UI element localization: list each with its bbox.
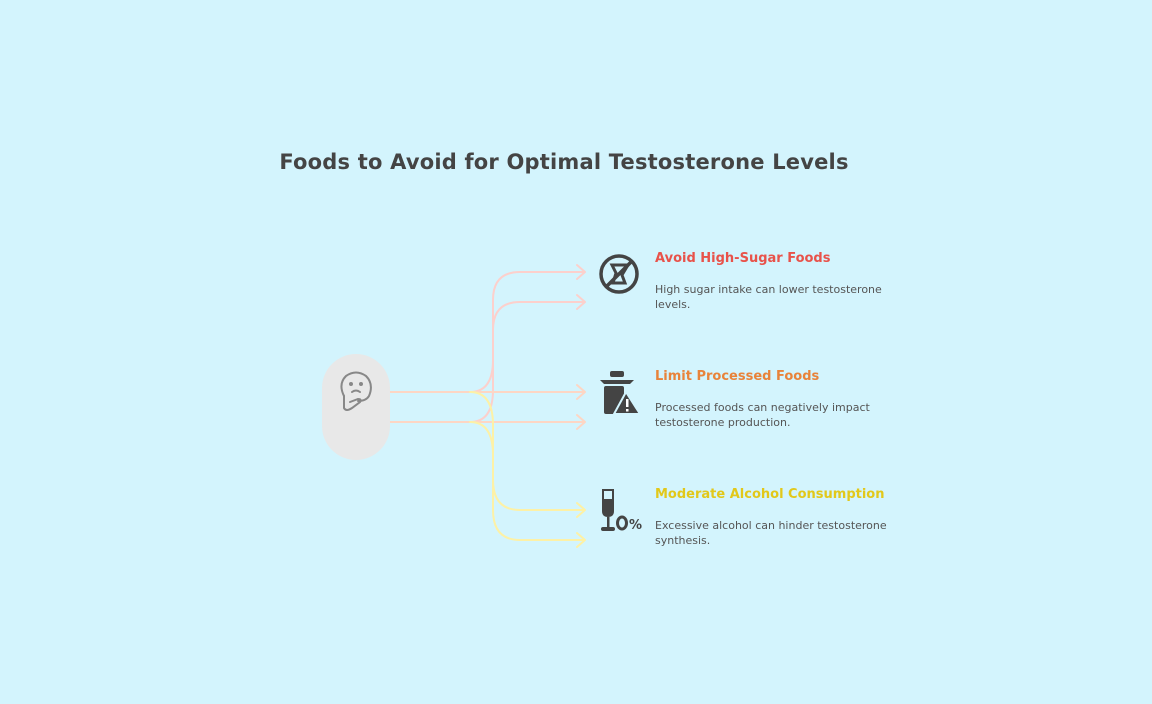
connector-alcohol — [469, 391, 586, 548]
processed-food-warning-icon — [600, 371, 642, 415]
description-alcohol: Excessive alcohol can hinder testosteron… — [655, 519, 887, 547]
no-sugar-icon — [599, 254, 639, 294]
thinking-face-icon — [340, 371, 372, 411]
description-processed: Processed foods can negatively impact te… — [655, 401, 870, 429]
svg-text:%: % — [629, 518, 642, 533]
center-node — [322, 354, 390, 460]
diagram-title: Foods to Avoid for Optimal Testosterone … — [279, 150, 849, 174]
description-sugar: High sugar intake can lower testosterone… — [655, 283, 882, 311]
heading-processed: Limit Processed Foods — [655, 369, 820, 384]
connector-processed — [389, 384, 586, 430]
heading-sugar: Avoid High-Sugar Foods — [655, 251, 831, 266]
heading-alcohol: Moderate Alcohol Consumption — [655, 487, 885, 502]
zero-alcohol-glass-icon: % — [601, 489, 642, 533]
connector-sugar — [389, 264, 586, 423]
